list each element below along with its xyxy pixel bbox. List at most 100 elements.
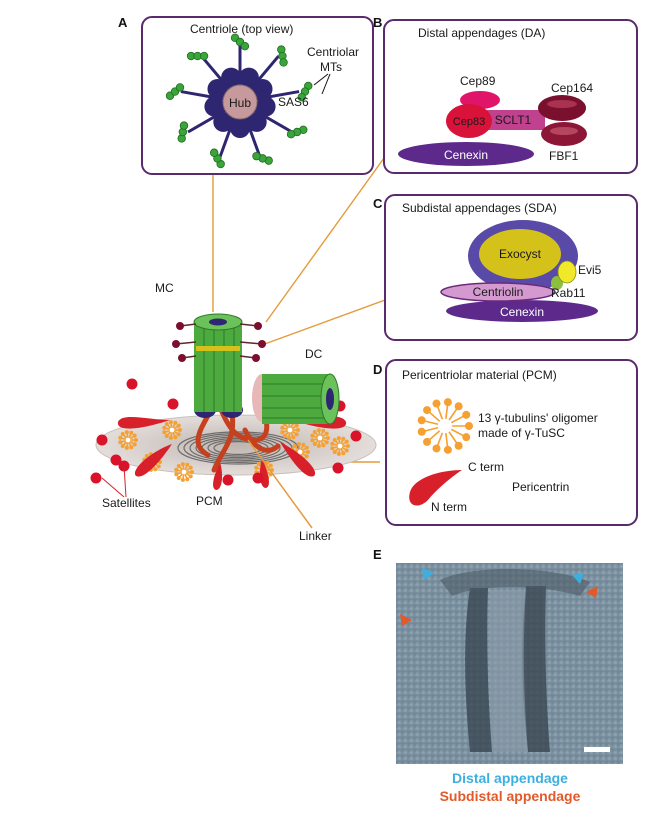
ring-dot — [173, 420, 178, 425]
distal-appendage-legend: Distal appendage — [452, 770, 568, 786]
ring-dot — [306, 450, 310, 454]
ring-dot — [168, 420, 173, 425]
em-centriole-wall-right — [522, 586, 550, 752]
distal-appendage-arrowhead-left — [422, 568, 434, 580]
ring-dot — [286, 435, 291, 440]
ring-dot — [174, 467, 179, 472]
satellites-pointer-1 — [101, 477, 125, 498]
mc-label: MC — [155, 281, 174, 295]
ring-dot — [168, 435, 173, 440]
cartwheel-node — [246, 111, 267, 132]
connector-lines — [212, 157, 386, 463]
linker-label: Linker — [299, 529, 332, 543]
satellites-pointer-2 — [123, 465, 127, 498]
ring-dot — [118, 435, 123, 440]
ring-dot — [176, 463, 181, 468]
pericentrin-label: Pericentrin — [512, 480, 569, 494]
ring-dot — [321, 428, 326, 433]
satellite-dot — [110, 454, 122, 466]
panel-d: D Pericentriolar material (PCM) 13 γ-tub… — [373, 359, 638, 526]
ring-dot — [176, 423, 181, 428]
ring-dot — [120, 431, 125, 436]
pcm-gamma-ring — [118, 430, 138, 450]
ring-dot — [118, 440, 123, 445]
microtubule-triplet-dot — [240, 41, 250, 51]
panel-e-letter: E — [373, 547, 382, 562]
ring-dot — [443, 398, 452, 407]
ring-center — [169, 427, 175, 433]
ring-dot — [344, 448, 349, 453]
sas6-label: SAS6 — [278, 95, 309, 109]
ring-dot — [294, 432, 299, 437]
ring-dot — [164, 434, 169, 439]
ring-dot — [312, 442, 317, 447]
cep164-label: Cep164 — [551, 81, 593, 95]
ring-center — [287, 427, 293, 433]
panel-b-letter: B — [373, 15, 382, 30]
ring-dot — [124, 445, 129, 450]
rab11-label: Rab11 — [551, 286, 586, 300]
ring-dot — [336, 451, 341, 456]
linker-pointer — [247, 439, 313, 529]
oligomer-label-1: 13 γ-tubulins' oligomer — [478, 411, 598, 425]
ring-dot — [454, 441, 463, 450]
ring-dot — [185, 462, 190, 467]
fbf1-label: FBF1 — [549, 149, 579, 163]
satellite-dot — [126, 378, 138, 390]
distal-appendage-arrowhead-right — [572, 573, 584, 584]
satellite-dot — [90, 472, 102, 484]
ring-dot — [254, 465, 259, 470]
ring-center — [317, 435, 323, 441]
mc-sda-band — [196, 346, 240, 351]
ring-dot — [341, 451, 346, 456]
pericentrin-arm — [117, 416, 170, 429]
daughter-centriole — [252, 373, 340, 425]
microtubule-triplet-dot — [297, 93, 306, 102]
microtubule-triplet-dot — [279, 58, 288, 67]
ring-dot — [129, 430, 134, 435]
ring-dot — [280, 430, 285, 435]
pericentrin-icon — [409, 470, 462, 506]
ring-dot — [190, 470, 194, 474]
dc-label: DC — [305, 347, 323, 361]
pcm-gamma-ring — [310, 428, 330, 448]
cep83-shape — [446, 104, 492, 138]
dc-end-hub — [326, 388, 334, 410]
subdistal-appendage-arrowhead-left — [400, 614, 412, 626]
ring-dot — [330, 446, 335, 451]
cartwheel-node — [213, 111, 234, 132]
panel-d-letter: D — [373, 362, 382, 377]
em-top-density — [440, 568, 590, 596]
panel-a: A Centriole (top view) Hub SAS6 Centriol… — [118, 15, 374, 175]
ring-dot — [316, 428, 321, 433]
ring-dot — [423, 437, 432, 446]
mts-label: MTs — [320, 60, 342, 74]
ring-dot — [310, 433, 315, 438]
ring-dot — [129, 445, 134, 450]
connector-b — [265, 157, 385, 323]
appendage-tip — [252, 354, 260, 362]
cartwheel-node — [238, 67, 259, 88]
centriolin-shape — [440, 282, 556, 302]
pericentrin-arm — [213, 462, 223, 490]
ring-dot — [462, 433, 471, 442]
microtubule-triplet-dot — [209, 148, 219, 157]
panel-e: E Distal appendage Subdistal appendage — [373, 547, 623, 804]
pcm-label: PCM — [196, 494, 223, 508]
ring-dot — [326, 436, 330, 440]
panel-d-title: Pericentriolar material (PCM) — [402, 368, 557, 382]
appendage-tip — [172, 340, 180, 348]
pericentrin-arm — [134, 444, 172, 477]
ring-dot — [265, 460, 270, 465]
ring-dot — [332, 450, 337, 455]
dc-barrel — [262, 374, 330, 424]
cartwheel-node — [255, 96, 276, 117]
cep83-label: Cep83 — [453, 116, 485, 128]
centrosome-overview: MC DC Satellites PCM Linker — [90, 281, 377, 543]
pcm-gamma-ring — [174, 462, 194, 482]
ring-dot — [417, 427, 426, 436]
appendage-tip — [254, 322, 262, 330]
mts-pointer-1 — [313, 73, 329, 86]
ring-dot — [316, 443, 321, 448]
